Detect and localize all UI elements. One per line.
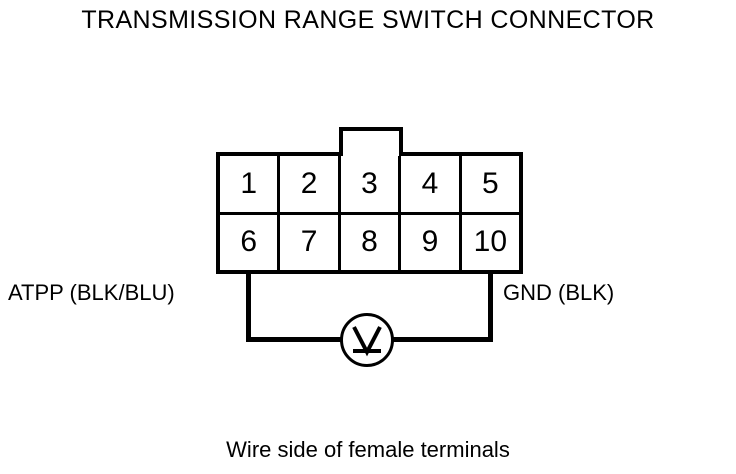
diagram-caption: Wire side of female terminals	[226, 437, 510, 462]
wire-vertical-right	[488, 272, 493, 342]
connector-tab-opening	[343, 149, 399, 155]
terminal-label-gnd: GND (BLK)	[503, 280, 615, 305]
pin-10: 10	[473, 225, 508, 259]
pin-5: 5	[481, 166, 499, 200]
pin-1: 1	[220, 156, 281, 212]
pin-6: 6	[220, 214, 281, 270]
terminal-label-atpp: ATPP (BLK/BLU)	[8, 280, 175, 305]
pin-7: 7	[280, 214, 341, 270]
pin-8: 8	[341, 214, 402, 270]
voltmeter-icon	[340, 313, 394, 367]
pin-9: 9	[401, 214, 462, 270]
connector-pin-row-bottom: 6 7 8 9 10	[220, 214, 519, 270]
wire-horizontal-left	[246, 337, 343, 342]
pin-3: 3	[341, 156, 402, 212]
wire-horizontal-right	[391, 337, 493, 342]
page-title: TRANSMISSION RANGE SWITCH CONNECTOR	[81, 6, 655, 34]
pin-2: 2	[280, 156, 341, 212]
connector-pin-row-top: 1 2 3 4 5	[220, 156, 519, 215]
wire-vertical-left	[246, 272, 251, 342]
connector-body: 1 2 3 4 5 6 7 8 9 10	[216, 152, 523, 274]
pin-4: 4	[401, 156, 462, 212]
